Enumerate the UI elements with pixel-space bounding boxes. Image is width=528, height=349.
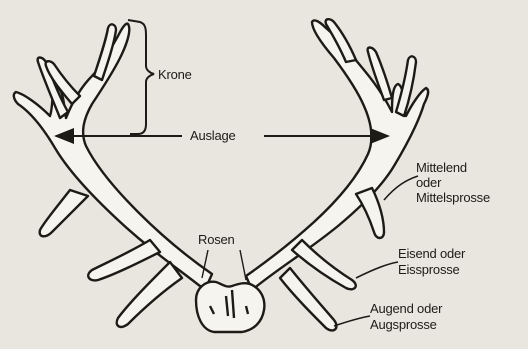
left-mittelsprosse <box>40 190 88 236</box>
label-rosen: Rosen <box>198 232 235 247</box>
label-augsprosse-line1: Augend oder <box>370 301 443 316</box>
right-mittelsprosse <box>356 188 384 238</box>
krone-bracket <box>128 20 154 134</box>
label-krone: Krone <box>158 67 192 82</box>
right-antler <box>246 19 428 330</box>
label-augsprosse-line2: Augsprosse <box>370 317 437 332</box>
label-eissprosse-line1: Eisend oder <box>398 246 466 261</box>
skull-plate <box>196 282 264 332</box>
label-mittelsprosse-line2: oder <box>416 175 442 190</box>
left-eissprosse <box>88 240 160 280</box>
label-auslage: Auslage <box>190 128 236 143</box>
left-augsprosse <box>117 262 182 327</box>
label-mittelsprosse-line3: Mittelsprosse <box>416 190 490 205</box>
label-eissprosse-line2: Eissprosse <box>398 262 460 277</box>
label-mittelsprosse-line1: Mittelend <box>416 160 467 175</box>
